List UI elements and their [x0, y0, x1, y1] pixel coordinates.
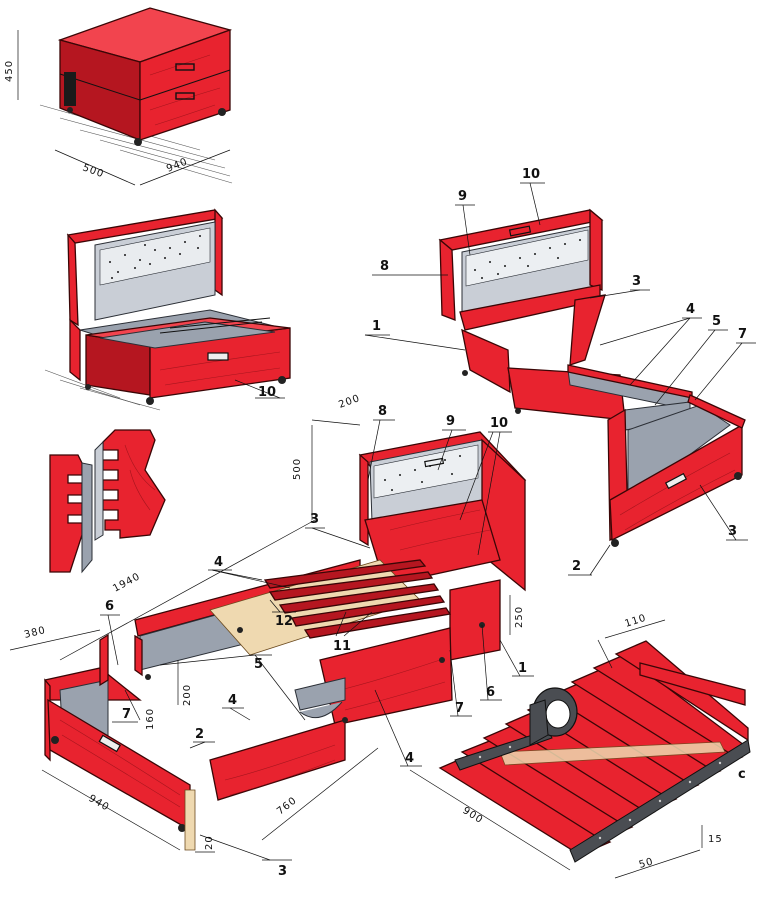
headbox-foam-texture — [474, 239, 581, 279]
dim-200-side: 200 — [182, 684, 193, 706]
headbox-left-wall — [439, 238, 456, 321]
callout-8-unfolding: 8 — [380, 259, 389, 274]
dim-500-depth: 500 — [81, 162, 106, 180]
lid-left-wall — [67, 233, 79, 327]
callout-3-bed-foot: 3 — [278, 864, 287, 879]
base-back-wall — [69, 318, 81, 382]
closed-cabinet-view: 450 500 940 — [4, 7, 233, 186]
bed-cutout-lining — [294, 677, 346, 711]
bed-headbox-right — [481, 438, 526, 592]
dim-450: 450 — [4, 60, 15, 82]
dim-760: 760 — [275, 795, 299, 817]
base-lining — [99, 321, 276, 349]
bed-leg — [184, 789, 196, 851]
callout-9-bed: 9 — [446, 414, 455, 429]
dim-900: 900 — [460, 805, 485, 826]
callout-4-unfolding: 4 — [686, 302, 695, 317]
dim-940-foot: 940 — [87, 793, 112, 814]
mattress-foam — [99, 227, 211, 286]
callout-10-unfolding: 10 — [522, 167, 540, 182]
joint-left-piece — [49, 454, 83, 573]
deployed-bed-view — [44, 431, 527, 851]
bed-footbox-post — [99, 633, 109, 687]
callout-9-unfolding: 9 — [458, 189, 467, 204]
joint-detail — [49, 429, 166, 574]
callout-6-bed: 6 — [486, 685, 495, 700]
dim-15: 15 — [708, 834, 723, 845]
callout-3-bed-head: 3 — [310, 512, 319, 527]
lid-right-wall — [214, 208, 223, 297]
joint-right-edge — [94, 440, 104, 541]
callout-3-unfolding-bottom: 3 — [728, 524, 737, 539]
headbox-foam — [465, 229, 589, 287]
bed-front-rail-panel — [209, 719, 346, 801]
callout-1-bed: 1 — [518, 661, 527, 676]
callout-5-bed: 5 — [254, 657, 263, 672]
joint-left-edge — [81, 462, 93, 574]
dim-1940-length: 1940 — [111, 571, 142, 595]
fold-panel-2 — [569, 294, 606, 366]
open-cabinet-view: 10 — [44, 208, 291, 411]
callout-10-open-cabinet: 10 — [258, 385, 276, 400]
bed-headbox-foam — [373, 444, 479, 499]
callout-2-unfolding: 2 — [572, 559, 581, 574]
callout-7-bed: 7 — [455, 701, 464, 716]
foot-box-rim — [687, 394, 746, 429]
dim-160: 160 — [145, 708, 156, 730]
callout-c: c — [738, 767, 746, 782]
callout-6-foot: 6 — [105, 599, 114, 614]
callout-10-bed: 10 — [490, 416, 508, 431]
dim-250: 250 — [514, 606, 525, 628]
dim-200-top: 200 — [337, 393, 362, 411]
bed-slats — [263, 559, 452, 639]
bed-left-rail-end — [134, 634, 143, 677]
fold-panel-1 — [461, 328, 511, 394]
dim-50: 50 — [638, 856, 655, 871]
dim-500-height: 500 — [292, 458, 303, 480]
dim-110: 110 — [624, 613, 648, 630]
callout-1-unfolding: 1 — [372, 319, 381, 334]
foam-texture — [109, 235, 201, 279]
lower-drawer-handle — [175, 92, 195, 100]
slat-tape-left — [454, 729, 553, 771]
callout-7-foot: 7 — [122, 707, 131, 722]
slat-tape-back — [499, 741, 726, 766]
bed-footbox-front — [47, 698, 191, 832]
callout-3-unfolding-top: 3 — [632, 274, 641, 289]
upper-drawer-handle — [175, 63, 195, 71]
dim-380: 380 — [23, 625, 47, 641]
unfolding-view: 9 10 8 1 3 4 5 7 3 2 — [364, 167, 756, 576]
callout-4-bed-right: 4 — [405, 751, 414, 766]
bed-head-front-panel — [449, 579, 501, 661]
dim-20: 20 — [204, 835, 215, 850]
callout-2-bed: 2 — [195, 727, 204, 742]
headbox-right-wall — [589, 208, 603, 291]
joint-right-piece — [102, 429, 166, 539]
callout-4-bed-rail: 4 — [214, 555, 223, 570]
callout-5-unfolding: 5 — [712, 314, 721, 329]
callout-4-bed-front: 4 — [228, 693, 237, 708]
bed-headbox-left — [359, 453, 369, 547]
top-slat — [639, 662, 746, 706]
callout-8-bed: 8 — [378, 404, 387, 419]
drawer-handle — [207, 352, 229, 361]
slat-roll-view: 110 900 50 15 c — [409, 613, 751, 879]
bed-callouts: 8 9 10 3 4 12 11 6 7 5 2 4 4 7 6 1 3 — [100, 404, 534, 879]
callout-7-unfolding: 7 — [738, 327, 747, 342]
callout-12: 12 — [275, 614, 293, 629]
callout-11: 11 — [333, 639, 351, 654]
floor-hatching-2 — [44, 369, 161, 411]
cabinet-opening — [64, 72, 76, 106]
